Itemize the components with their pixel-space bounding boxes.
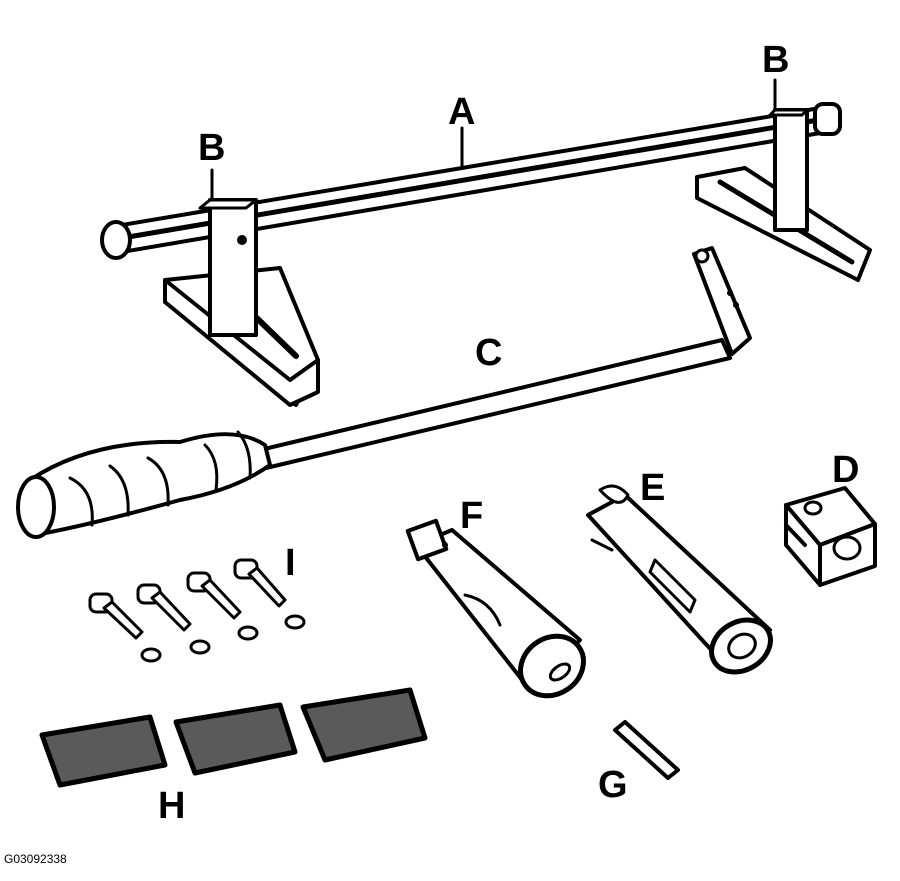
label-f: F [460,495,483,537]
label-i: I [285,542,296,584]
crank-handle-c [16,246,752,539]
screw-2 [136,583,211,655]
sleeve-tool-e [586,484,773,675]
stand-b-right [695,78,872,282]
pads-h [39,687,428,788]
adapter-f [405,518,586,699]
stand-b-left [163,168,320,407]
label-d: D [832,449,859,491]
label-b-left: B [198,127,225,169]
label-b-right: B [762,39,789,81]
figure-id: G03092338 [4,852,67,866]
pin-g [613,720,680,780]
screw-3 [186,571,259,641]
screw-1 [88,592,162,663]
label-c: C [475,332,502,374]
block-d [784,486,877,587]
label-h: H [158,785,185,827]
label-g: G [598,764,628,806]
label-e: E [640,467,665,509]
screws-and-washers-i [88,558,306,663]
screw-4 [233,558,306,630]
label-a: A [448,91,475,133]
